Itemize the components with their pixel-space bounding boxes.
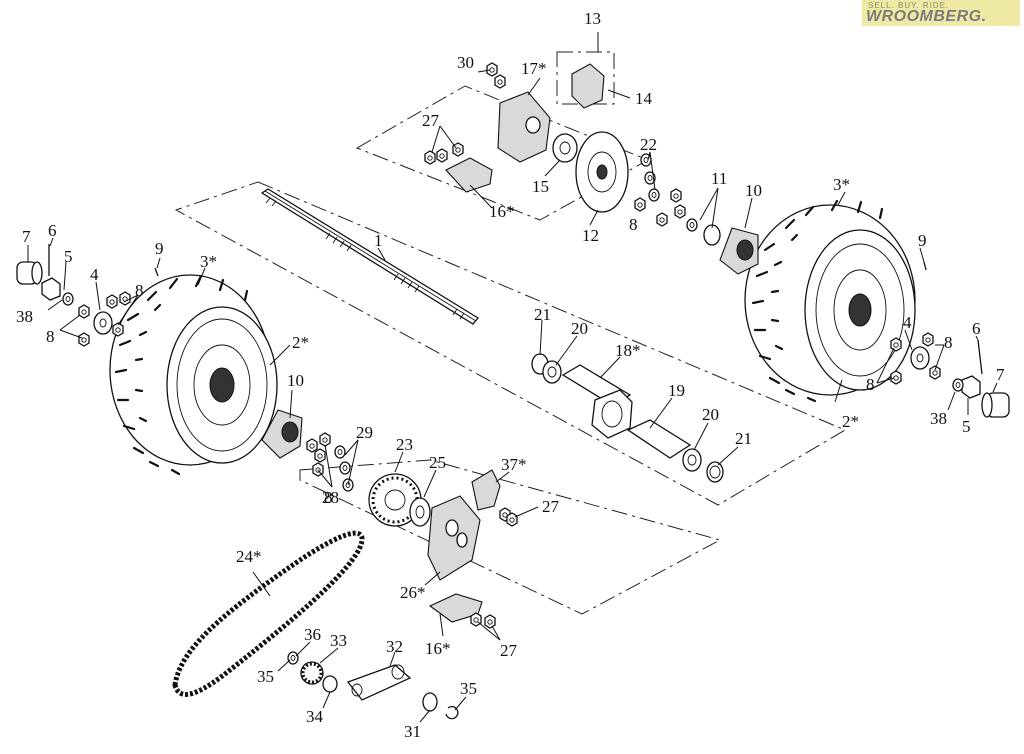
label-2-right: 2* (842, 412, 859, 431)
label-6-right: 6 (972, 319, 981, 338)
label-8-a: 8 (135, 281, 144, 300)
sprocket-assembly-outline (299, 459, 722, 615)
drive-chain (172, 530, 365, 697)
label-20-right: 20 (702, 405, 719, 424)
label-26: 26* (400, 583, 426, 602)
label-2-left: 2* (292, 333, 309, 352)
label-10-right: 10 (745, 181, 762, 200)
right-axle-nut (961, 375, 981, 399)
left-hub (261, 409, 303, 459)
label-11: 11 (711, 169, 727, 188)
label-7-left: 7 (22, 227, 31, 246)
label-16-lower: 16* (425, 639, 451, 658)
sprocket-hub (409, 497, 431, 527)
front-drive-parts (287, 651, 459, 720)
label-32: 32 (386, 637, 403, 656)
label-21-right: 21 (735, 429, 752, 448)
part-labels: 1 2* 2* 3* 3* 4 4 5 5 6 6 7 7 8 8 8 8 8 … (16, 9, 1005, 741)
label-4-right: 4 (903, 313, 912, 332)
label-38-right: 38 (930, 409, 947, 428)
left-outer-hardware (16, 244, 159, 347)
label-6-left: 6 (48, 221, 57, 240)
right-inner-hardware (634, 188, 721, 246)
axle-assembly-outline (174, 181, 847, 506)
right-rear-wheel (744, 199, 916, 403)
brake-hub (552, 133, 578, 163)
sprocket-assembly (306, 432, 518, 629)
right-outer-hardware (890, 261, 1010, 418)
chain-guard-plate (427, 495, 481, 581)
guard-16-lower (428, 593, 483, 623)
label-7-right: 7 (996, 365, 1005, 384)
brand-name: WROOMBERG. (866, 8, 987, 25)
label-19: 19 (668, 381, 685, 400)
label-21-left: 21 (534, 305, 551, 324)
right-cotter-pin (977, 339, 983, 375)
leader-lines (27, 32, 998, 723)
label-8-b: 8 (46, 327, 55, 346)
label-24: 24* (236, 547, 262, 566)
right-valve (923, 261, 927, 271)
brake-assembly (424, 62, 660, 213)
label-27-upper: 27 (422, 111, 440, 130)
label-14: 14 (635, 89, 653, 108)
left-axle-nut (41, 277, 61, 301)
label-12: 12 (582, 226, 599, 245)
label-18: 18* (615, 341, 641, 360)
rear-axle (260, 188, 479, 325)
label-29: 29 (356, 423, 373, 442)
label-16-upper: 16* (489, 202, 515, 221)
right-hub (719, 227, 759, 275)
label-35-left: 35 (257, 667, 274, 686)
brake-guard (445, 157, 493, 193)
label-13: 13 (584, 9, 601, 28)
label-1: 1 (374, 231, 383, 250)
label-8-c: 8 (944, 333, 953, 352)
label-23: 23 (396, 435, 413, 454)
label-9-right: 9 (918, 231, 927, 250)
label-28: 28 (322, 488, 339, 507)
chain-tensioner-arm (346, 664, 412, 701)
label-30: 30 (457, 53, 474, 72)
label-17: 17* (521, 59, 547, 78)
label-3-right: 3* (833, 175, 850, 194)
label-31: 31 (404, 722, 421, 741)
label-36: 36 (304, 625, 321, 644)
label-15: 15 (532, 177, 549, 196)
label-8-d: 8 (866, 375, 875, 394)
label-35-right: 35 (460, 679, 477, 698)
right-washer-4 (910, 346, 930, 370)
label-25: 25 (429, 453, 446, 472)
label-8-e: 8 (324, 488, 333, 507)
label-27-lower: 27 (500, 641, 518, 660)
label-9-left: 9 (155, 239, 164, 258)
label-22: 22 (640, 135, 657, 154)
brake-caliper (571, 63, 605, 109)
label-8-f: 8 (629, 215, 638, 234)
chain-cover-37 (471, 469, 501, 511)
label-4-left: 4 (90, 265, 99, 284)
label-38-left: 38 (16, 307, 33, 326)
label-20-left: 20 (571, 319, 588, 338)
left-washer-4 (93, 311, 113, 335)
bearing-housing-assembly (531, 353, 724, 483)
label-3-left: 3* (200, 252, 217, 271)
brand-logo: SELL. BUY. RIDE. WROOMBERG. (862, 0, 1020, 26)
brake-bracket (497, 91, 551, 163)
label-37: 37* (501, 455, 527, 474)
brand-tagline: SELL. BUY. RIDE. (868, 1, 950, 10)
label-34: 34 (306, 707, 324, 726)
label-27-middle: 27 (542, 497, 560, 516)
label-5-right: 5 (962, 417, 971, 436)
left-rear-wheel (109, 274, 278, 476)
label-5-left: 5 (64, 247, 73, 266)
label-33: 33 (330, 631, 347, 650)
label-10-left: 10 (287, 371, 304, 390)
left-valve (154, 267, 159, 277)
